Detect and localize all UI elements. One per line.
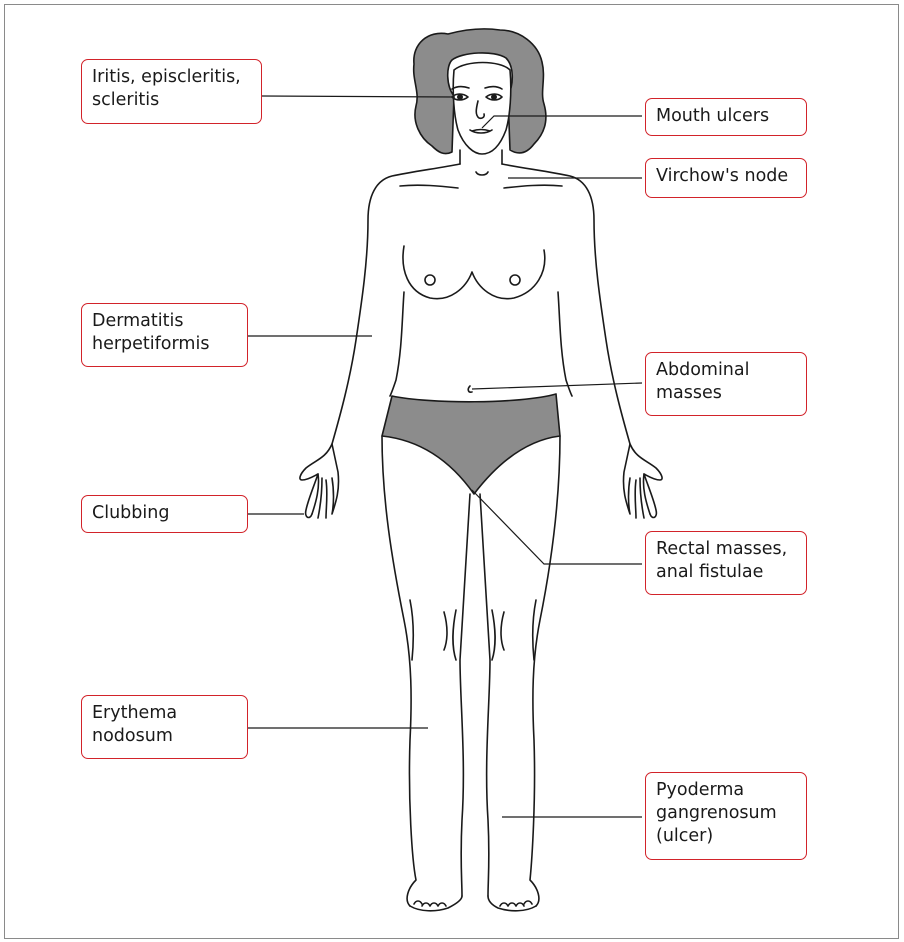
right-leg-inner: [480, 494, 490, 896]
left-nipple: [425, 275, 435, 285]
left-pupil: [458, 95, 462, 99]
callout-iritis: Iritis, episcleritis, scleritis: [81, 59, 262, 124]
body-outline-left: [300, 164, 460, 517]
callout-mouth-ulcers: Mouth ulcers: [645, 98, 807, 136]
knees: [410, 600, 536, 660]
callout-clubbing: Clubbing: [81, 495, 248, 533]
callout-erythema: Erythema nodosum: [81, 695, 248, 759]
left-leg-inner: [460, 494, 470, 896]
collarbones: [400, 172, 562, 188]
leader-abdominal-masses: [472, 383, 642, 389]
right-pupil: [492, 95, 496, 99]
left-leg-outer: [382, 436, 416, 906]
right-leg-outer: [530, 436, 560, 906]
right-nipple: [510, 275, 520, 285]
right-foot: [488, 896, 536, 911]
callout-pyoderma: Pyoderma gangrenosum (ulcer): [645, 772, 807, 860]
callout-rectal-masses: Rectal masses, anal fistulae: [645, 531, 807, 595]
callout-abdominal-masses: Abdominal masses: [645, 352, 807, 416]
left-foot: [410, 896, 462, 911]
navel: [468, 386, 472, 392]
callout-dermatitis: Dermatitis herpetiformis: [81, 303, 248, 367]
body-outline-right: [502, 164, 662, 517]
breasts: [403, 246, 545, 299]
underwear: [382, 394, 560, 494]
callout-virchows-node: Virchow's node: [645, 158, 807, 198]
face: [453, 63, 511, 155]
